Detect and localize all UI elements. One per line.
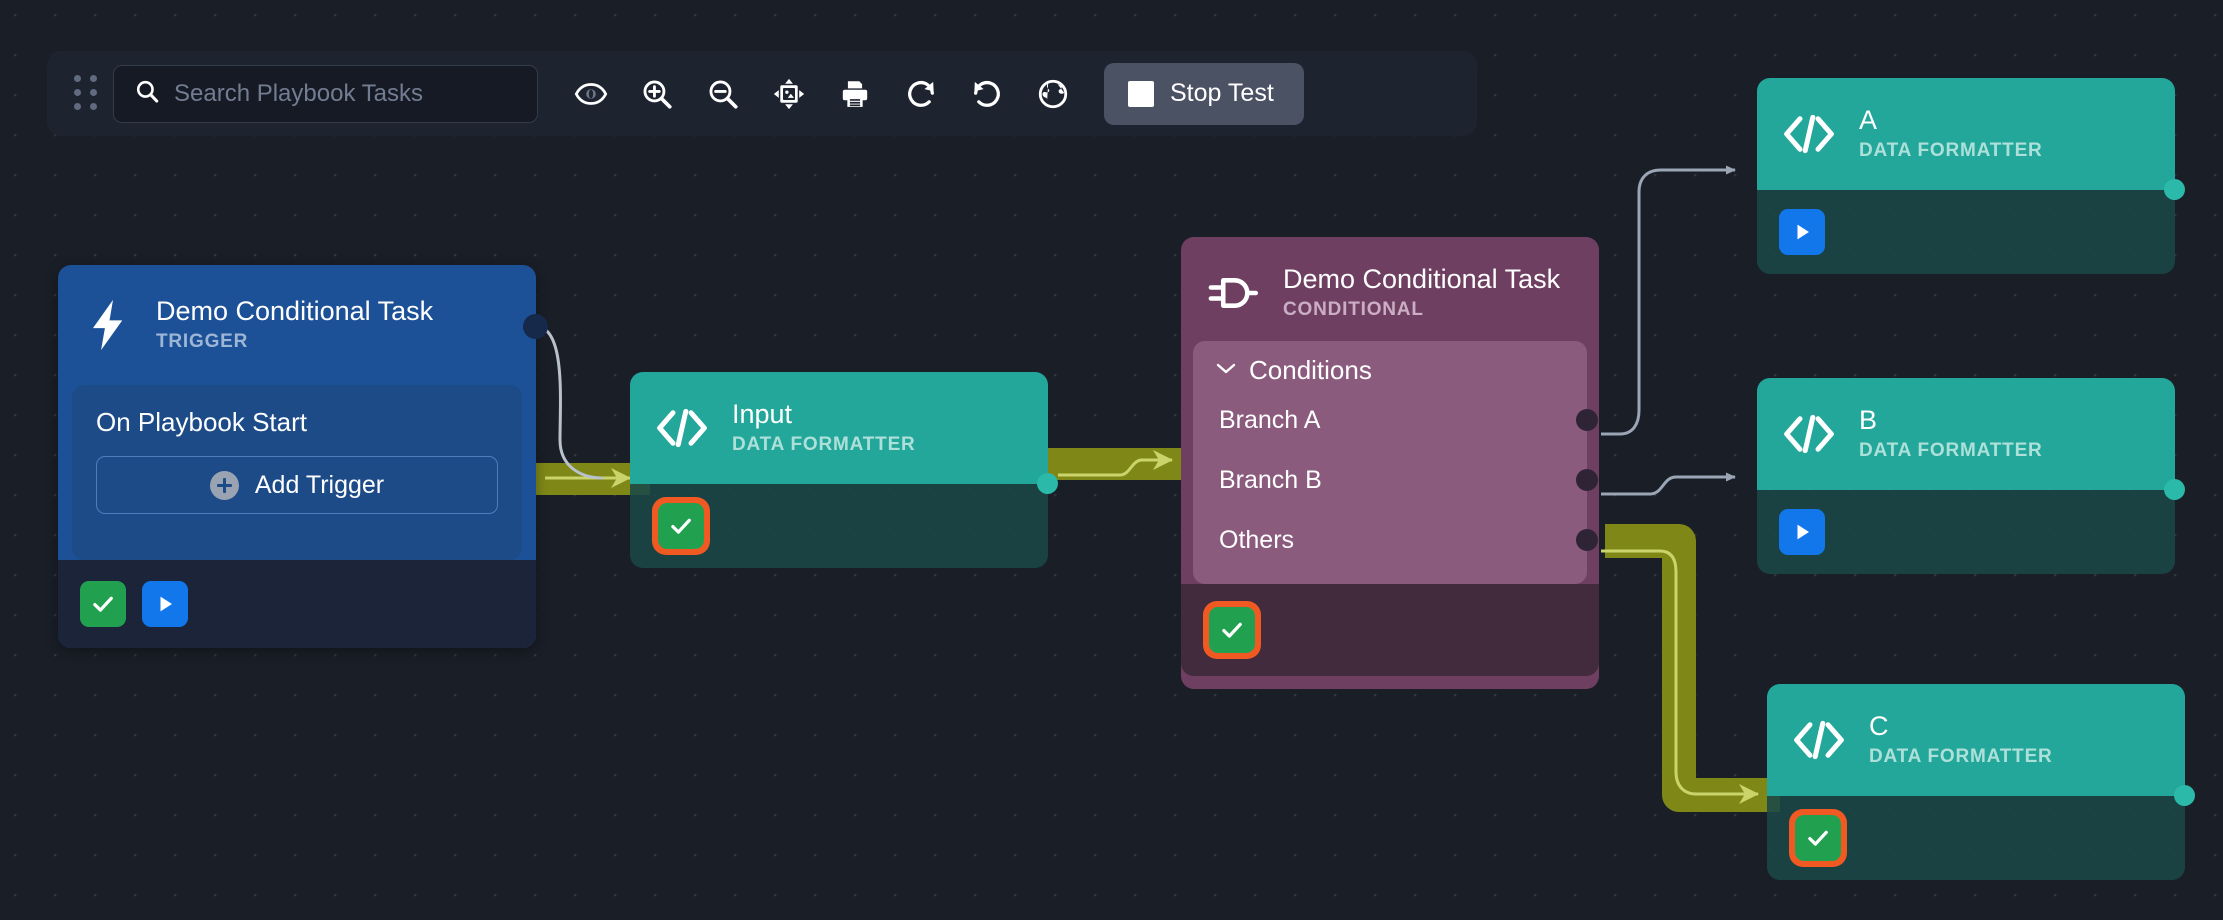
search-box[interactable] [113, 64, 538, 123]
trigger-status-success-button[interactable] [80, 581, 126, 627]
node-a-header: A DATA FORMATTER [1757, 78, 2175, 190]
node-trigger-title: Demo Conditional Task [156, 296, 434, 327]
lightning-bolt-icon [84, 298, 132, 352]
search-icon [134, 78, 160, 109]
search-input[interactable] [174, 79, 537, 108]
condition-others[interactable]: Others [1193, 510, 1598, 570]
node-b-output-port[interactable] [2164, 479, 2185, 500]
node-input-selection-ring [652, 497, 710, 555]
node-b-header: B DATA FORMATTER [1757, 378, 2175, 490]
node-input-subtitle: DATA FORMATTER [732, 433, 916, 455]
edge-others-to-c [1601, 524, 1780, 812]
node-input-title: Input [732, 399, 793, 430]
condition-label: Others [1219, 525, 1295, 554]
node-trigger-header: Demo Conditional Task TRIGGER [58, 265, 536, 385]
branch-b-output-port[interactable] [1576, 469, 1598, 491]
node-conditional-subtitle: CONDITIONAL [1283, 298, 1424, 320]
zoom-out-icon[interactable] [690, 61, 756, 127]
node-input-header: Input DATA FORMATTER [630, 372, 1048, 484]
playbook-toolbar[interactable]: Stop Test [47, 51, 1477, 136]
node-a-title: A [1859, 105, 1878, 136]
trigger-body: On Playbook Start Add Trigger [72, 385, 522, 560]
trigger-output-port[interactable] [523, 314, 548, 339]
node-b-run-button[interactable] [1779, 509, 1825, 555]
node-a[interactable]: A DATA FORMATTER [1757, 78, 2185, 274]
code-brackets-icon [1793, 719, 1845, 761]
chevron-down-icon [1215, 360, 1237, 381]
trigger-body-label: On Playbook Start [96, 407, 307, 437]
fit-to-screen-icon[interactable] [756, 61, 822, 127]
undo-icon[interactable] [954, 61, 1020, 127]
node-a-subtitle: DATA FORMATTER [1859, 139, 2043, 161]
node-c-subtitle: DATA FORMATTER [1869, 745, 2053, 767]
plus-circle-icon [209, 470, 239, 500]
edge-input-to-conditional [1048, 448, 1196, 480]
node-trigger-footer [58, 560, 536, 648]
node-a-output-port[interactable] [2164, 179, 2185, 200]
node-conditional-footer [1181, 584, 1599, 676]
condition-label: Branch B [1219, 465, 1322, 494]
conditions-panel: Conditions Branch A Branch B Others [1193, 341, 1598, 584]
node-c-footer [1767, 796, 2185, 880]
input-output-port[interactable] [1037, 473, 1058, 494]
node-c-header: C DATA FORMATTER [1767, 684, 2185, 796]
trigger-run-button[interactable] [142, 581, 188, 627]
condition-branch-b[interactable]: Branch B [1193, 450, 1598, 510]
node-conditional-selection-ring [1203, 601, 1261, 659]
node-c-selection-ring [1789, 809, 1847, 867]
node-c-output-port[interactable] [2174, 785, 2195, 806]
condition-branch-a[interactable]: Branch A [1193, 390, 1598, 450]
node-b-footer [1757, 490, 2175, 574]
node-input[interactable]: Input DATA FORMATTER [630, 372, 1058, 568]
node-a-footer [1757, 190, 2175, 274]
code-brackets-icon [1783, 413, 1835, 455]
add-trigger-button[interactable]: Add Trigger [96, 456, 498, 514]
condition-label: Branch A [1219, 405, 1321, 434]
code-brackets-icon [656, 407, 708, 449]
drag-handle-icon[interactable] [73, 75, 99, 111]
edge-brancha-to-a [1601, 165, 1736, 436]
globe-icon[interactable] [1020, 61, 1086, 127]
zoom-in-icon[interactable] [624, 61, 690, 127]
edge-branchb-to-b [1601, 472, 1736, 496]
branch-a-output-port[interactable] [1576, 409, 1598, 431]
node-b-title: B [1859, 405, 1878, 436]
stop-square-icon [1128, 80, 1154, 107]
node-b-subtitle: DATA FORMATTER [1859, 439, 2043, 461]
visibility-icon[interactable] [558, 61, 624, 127]
print-icon[interactable] [822, 61, 888, 127]
node-c-title: C [1869, 711, 1889, 742]
stop-test-button[interactable]: Stop Test [1104, 62, 1304, 125]
logic-gate-icon [1207, 271, 1259, 315]
redo-icon[interactable] [888, 61, 954, 127]
node-conditional-title: Demo Conditional Task [1283, 264, 1561, 295]
conditions-label: Conditions [1249, 355, 1372, 385]
node-a-run-button[interactable] [1779, 209, 1825, 255]
node-input-footer [630, 484, 1048, 568]
stop-test-label: Stop Test [1170, 79, 1274, 107]
code-brackets-icon [1783, 113, 1835, 155]
add-trigger-label: Add Trigger [254, 470, 385, 499]
conditional-status-success-button[interactable] [1209, 607, 1255, 653]
node-b[interactable]: B DATA FORMATTER [1757, 378, 2185, 574]
node-trigger[interactable]: Demo Conditional Task TRIGGER On Playboo… [58, 265, 548, 648]
input-status-success-button[interactable] [658, 503, 704, 549]
others-output-port[interactable] [1576, 529, 1598, 551]
conditions-toggle[interactable]: Conditions [1193, 355, 1587, 390]
node-trigger-subtitle: TRIGGER [156, 330, 249, 352]
node-c-status-success-button[interactable] [1795, 815, 1841, 861]
node-conditional-header: Demo Conditional Task CONDITIONAL [1181, 237, 1599, 341]
node-conditional[interactable]: Demo Conditional Task CONDITIONAL Condit… [1181, 237, 1599, 689]
node-c[interactable]: C DATA FORMATTER [1767, 684, 2195, 880]
